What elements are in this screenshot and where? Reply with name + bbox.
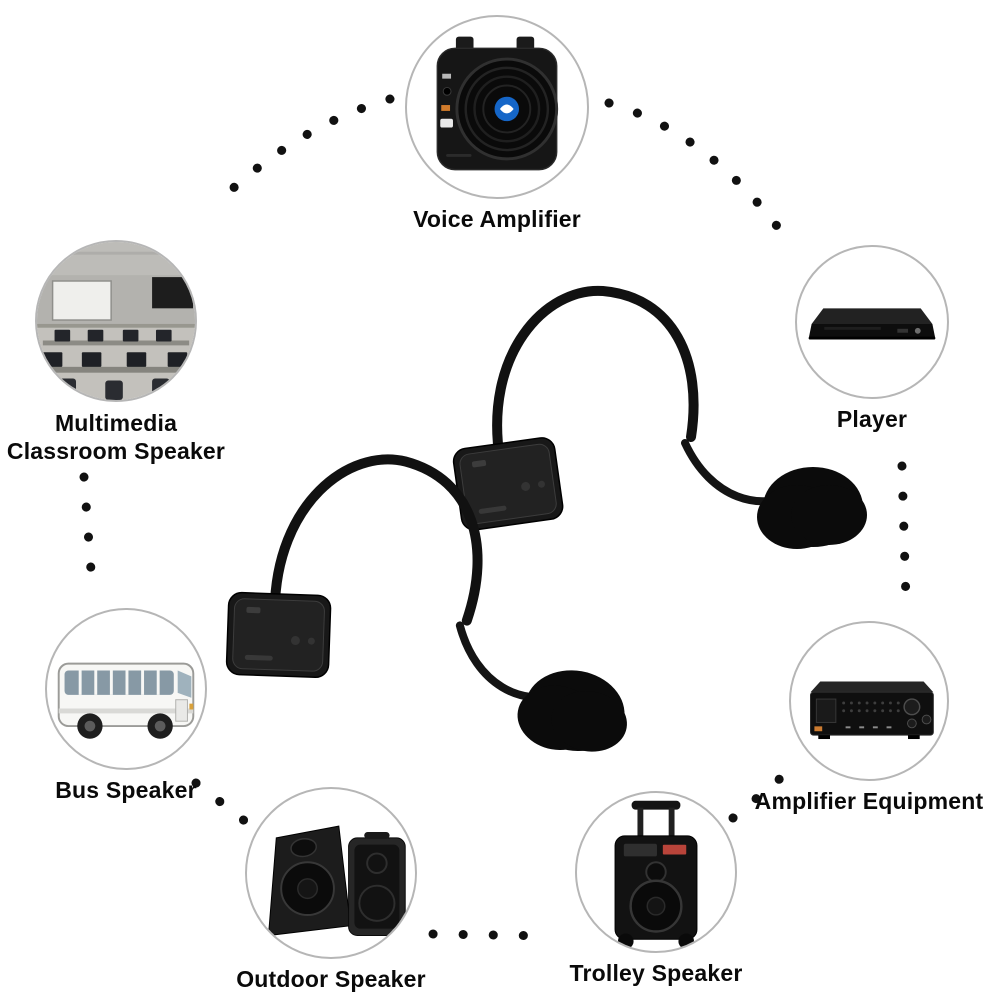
voice-amplifier-illustration (436, 36, 559, 171)
grille (354, 844, 400, 929)
voice-amplifier-image (405, 15, 589, 199)
display-panel (623, 843, 657, 857)
connector-bus-to-outdoor (191, 778, 260, 834)
trolley-handle (631, 800, 681, 810)
player-image (795, 245, 949, 399)
node-bus-speaker: Bus Speaker (45, 608, 207, 803)
handle (364, 831, 390, 839)
node-player: Player (795, 245, 949, 432)
vent-holes (842, 701, 900, 713)
node-amplifier-equipment: Amplifier Equipment (755, 621, 983, 814)
node-outdoor-speaker: Outdoor Speaker (236, 787, 426, 992)
amplifier-equipment-label: Amplifier Equipment (754, 788, 984, 814)
player-label: Player (836, 406, 908, 432)
usb-port (440, 118, 453, 128)
multimedia-classroom-image (35, 240, 197, 402)
headset-mic-upper (452, 291, 867, 549)
connector-outdoor-to-trolley (428, 929, 554, 941)
voice-amplifier-label: Voice Amplifier (413, 206, 581, 232)
bus-illustration (57, 662, 195, 739)
classroom-illustration (37, 242, 195, 400)
amplifier-equipment-image (789, 621, 949, 781)
node-voice-amplifier: Voice Amplifier (405, 15, 589, 232)
windshield (177, 670, 192, 698)
disc-tray (824, 326, 881, 330)
multimedia-classroom-label: Multimedia Classroom Speaker (0, 409, 246, 465)
trolley-speaker-label: Trolley Speaker (569, 960, 743, 986)
headset-mic-lower (212, 435, 666, 761)
amp-front (810, 692, 934, 736)
whiteboard (51, 280, 112, 321)
player-top (811, 308, 933, 324)
multimedia-label-line1: Multimedia (54, 410, 178, 436)
volume-knob (903, 698, 921, 716)
outdoor-speaker-illustration (267, 825, 406, 937)
bus-speaker-label: Bus Speaker (55, 777, 197, 803)
brand-sticker (662, 844, 687, 855)
node-trolley-speaker: Trolley Speaker (569, 791, 742, 986)
multimedia-label-line2: Classroom Speaker (6, 438, 226, 465)
amplifier-illustration (810, 681, 934, 740)
bus-speaker-image (45, 608, 207, 770)
node-multimedia-classroom: Multimedia Classroom Speaker (7, 240, 225, 464)
outdoor-speaker-image (245, 787, 417, 959)
trolley-speaker-image (575, 791, 737, 953)
connector-voiceamp-to-player (604, 98, 791, 243)
amp-top (810, 681, 934, 693)
monitors-row-near (42, 352, 188, 367)
connector-trolley-to-amplifier (728, 766, 794, 823)
tweeter (290, 837, 318, 858)
bus-windows (64, 670, 174, 695)
connector-voiceamp-to-classroom (209, 94, 395, 211)
power-button (914, 327, 921, 334)
player-illustration (808, 308, 936, 340)
amp-display (815, 698, 837, 723)
trolley-speaker-illustration (614, 800, 698, 950)
connector-classroom-to-bus (79, 472, 98, 602)
outdoor-speaker-label: Outdoor Speaker (236, 966, 426, 992)
monitors-row-far (54, 329, 172, 342)
